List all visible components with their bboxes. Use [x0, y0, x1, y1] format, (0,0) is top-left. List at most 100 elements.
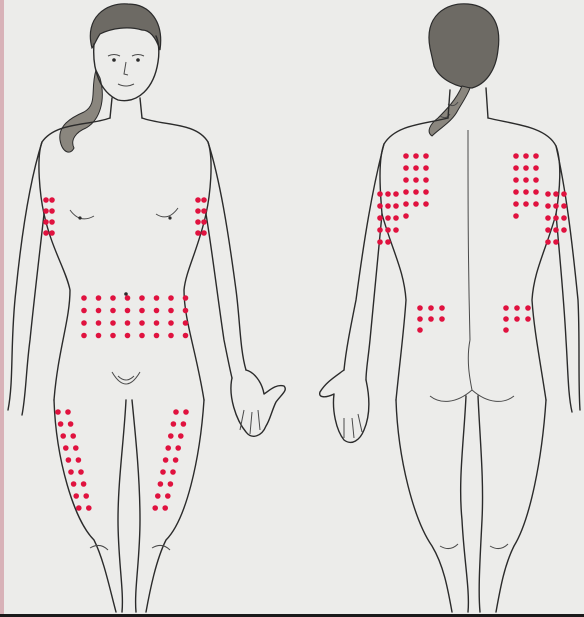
injection-dot-back-right-upper-arm	[553, 239, 559, 245]
injection-dot-back-left-upper-arm	[393, 227, 399, 233]
injection-dot-front-right-thigh	[73, 493, 79, 499]
injection-dot-front-abdomen	[183, 320, 189, 326]
injection-dot-front-abdomen	[183, 308, 189, 314]
injection-dot-front-left-thigh	[178, 433, 184, 439]
injection-dot-front-right-upper-arm	[49, 219, 55, 225]
injection-dot-back-left-flank	[428, 305, 434, 311]
injection-dot-front-left-upper-arm	[195, 208, 201, 214]
front-hair	[90, 4, 160, 50]
injection-dot-back-left-upper-arm	[377, 203, 383, 209]
front-left-leg	[132, 400, 204, 612]
injection-dot-front-left-thigh	[175, 445, 181, 451]
injection-dot-front-abdomen	[168, 295, 174, 301]
injection-dot-front-right-upper-arm	[49, 230, 55, 236]
injection-dot-back-right-upper-arm	[553, 191, 559, 197]
injection-dot-front-left-thigh	[155, 493, 161, 499]
injection-dot-back-right-upper-back	[523, 189, 529, 195]
injection-dot-front-abdomen	[96, 308, 102, 314]
injection-dot-back-right-upper-arm	[561, 227, 567, 233]
injection-dot-front-left-thigh	[165, 445, 171, 451]
injection-dot-front-abdomen	[168, 333, 174, 339]
injection-dot-front-right-thigh	[58, 421, 64, 427]
injection-dot-front-left-upper-arm	[201, 197, 207, 203]
injection-dot-back-left-upper-arm	[393, 191, 399, 197]
injection-dot-front-abdomen	[154, 308, 160, 314]
injection-dot-back-right-flank	[503, 327, 509, 333]
back-hair	[429, 4, 499, 88]
injection-dot-front-abdomen	[110, 320, 116, 326]
injection-dot-back-right-upper-arm	[545, 215, 551, 221]
injection-dot-front-left-thigh	[183, 409, 189, 415]
injection-dot-back-left-upper-back	[413, 189, 419, 195]
injection-dot-back-left-upper-arm	[377, 191, 383, 197]
injection-dot-back-left-upper-back	[423, 201, 429, 207]
front-head	[94, 36, 159, 101]
injection-dot-front-right-thigh	[60, 433, 66, 439]
injection-dot-front-right-thigh	[70, 433, 76, 439]
injection-dot-front-abdomen	[125, 295, 131, 301]
injection-dot-back-left-flank	[417, 327, 423, 333]
injection-dot-back-left-flank	[417, 316, 423, 322]
injection-dot-back-left-upper-arm	[377, 215, 383, 221]
injection-dot-back-right-upper-arm	[553, 203, 559, 209]
injection-dot-front-abdomen	[110, 295, 116, 301]
injection-dot-back-left-flank	[439, 305, 445, 311]
injection-dot-front-left-thigh	[173, 409, 179, 415]
injection-dot-front-abdomen	[154, 320, 160, 326]
injection-dot-front-abdomen	[168, 320, 174, 326]
back-figure	[320, 4, 580, 612]
injection-dot-back-right-upper-back	[523, 201, 529, 207]
injection-dot-front-left-upper-arm	[195, 219, 201, 225]
injection-dot-front-left-thigh	[163, 457, 169, 463]
injection-dot-front-abdomen	[110, 333, 116, 339]
injection-dot-back-right-upper-back	[533, 153, 539, 159]
injection-dot-front-abdomen	[81, 308, 87, 314]
injection-dot-back-left-upper-arm	[385, 239, 391, 245]
injection-dot-front-right-thigh	[65, 409, 71, 415]
injection-dot-back-right-upper-arm	[553, 227, 559, 233]
injection-dot-front-abdomen	[183, 333, 189, 339]
injection-dot-back-left-upper-arm	[377, 239, 383, 245]
injection-dot-front-right-thigh	[86, 505, 92, 511]
injection-dot-back-left-upper-back	[413, 153, 419, 159]
front-left-hand	[231, 370, 285, 436]
injection-dot-back-right-upper-arm	[545, 239, 551, 245]
injection-dot-front-abdomen	[96, 295, 102, 301]
injection-dot-back-left-upper-back	[423, 189, 429, 195]
injection-dot-back-right-flank	[525, 305, 531, 311]
injection-dot-front-left-upper-arm	[201, 219, 207, 225]
injection-dot-back-left-flank	[439, 316, 445, 322]
injection-dot-back-left-upper-arm	[385, 215, 391, 221]
injection-dot-back-left-upper-back	[403, 201, 409, 207]
injection-dot-front-right-thigh	[76, 505, 82, 511]
injection-dot-front-left-thigh	[168, 481, 174, 487]
injection-dot-front-right-upper-arm	[43, 219, 49, 225]
injection-dot-front-right-upper-arm	[43, 208, 49, 214]
injection-dot-back-right-flank	[503, 305, 509, 311]
injection-dot-back-right-upper-arm	[545, 227, 551, 233]
injection-dot-front-left-thigh	[152, 505, 158, 511]
injection-dot-front-left-thigh	[171, 421, 177, 427]
front-waist	[44, 214, 206, 400]
injection-dot-back-left-upper-arm	[393, 215, 399, 221]
injection-dot-front-abdomen	[125, 333, 131, 339]
front-left-arm	[206, 142, 246, 378]
injection-dot-back-right-flank	[503, 316, 509, 322]
injection-dot-back-right-upper-back	[513, 213, 519, 219]
injection-dot-front-left-thigh	[168, 433, 174, 439]
injection-dot-back-left-upper-back	[403, 213, 409, 219]
back-buttocks	[430, 340, 514, 401]
injection-dot-back-right-upper-arm	[561, 191, 567, 197]
injection-dot-front-left-thigh	[181, 421, 187, 427]
back-left-leg	[396, 396, 468, 612]
injection-dot-front-abdomen	[125, 320, 131, 326]
injection-dot-back-left-upper-back	[403, 177, 409, 183]
injection-dot-front-left-thigh	[173, 457, 179, 463]
injection-dot-back-left-upper-arm	[385, 191, 391, 197]
injection-dot-front-right-thigh	[63, 445, 69, 451]
injection-dot-back-right-upper-back	[523, 153, 529, 159]
injection-dot-back-left-upper-arm	[385, 203, 391, 209]
injection-dot-back-left-upper-arm	[377, 227, 383, 233]
injection-dot-front-left-thigh	[160, 469, 166, 475]
